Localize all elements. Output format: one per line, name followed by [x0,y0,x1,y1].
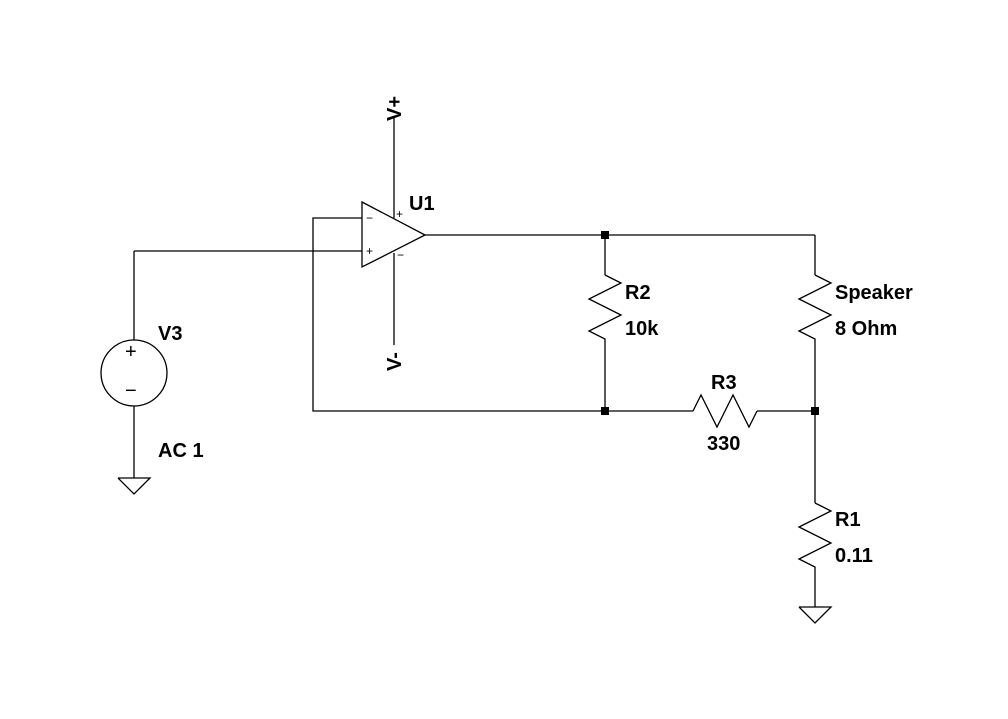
r2-ref-label: R2 [625,282,651,304]
speaker-value-label: 8 Ohm [835,318,897,340]
opamp-ref-label: U1 [409,193,435,215]
r3-ref-label: R3 [711,372,737,394]
net-label-vpos: V+ [384,96,406,121]
resistor-r1[interactable]: R1 0.11 [797,502,873,569]
source-minus-sign: − [125,380,137,402]
resistor-zigzag-icon [797,274,833,347]
r1-ref-label: R1 [835,509,861,531]
voltage-source-v3[interactable]: + − V3 AC 1 [100,323,204,462]
opamp-supply-minus-label: − [397,248,404,262]
opamp-plus-pin-label: + [366,244,373,258]
junction-dot [811,407,819,415]
resistor-zigzag-icon [692,393,758,429]
r1-value-label: 0.11 [835,545,873,567]
junction-dot [601,231,609,239]
ground-symbol-icon [798,606,833,624]
r2-value-label: 10k [625,318,659,340]
resistor-speaker[interactable]: Speaker 8 Ohm [797,274,913,347]
resistor-zigzag-icon [587,274,623,347]
opamp-minus-pin-label: − [366,211,373,225]
junction-dot [601,407,609,415]
resistor-r3[interactable]: R3 330 [692,372,758,455]
v3-value-label: AC 1 [158,440,204,462]
wires [133,118,816,607]
opamp-triangle-icon [361,200,427,269]
wire-feedback-to-minus [312,217,605,412]
r3-value-label: 330 [707,433,740,455]
source-plus-sign: + [125,341,137,363]
junctions [601,231,819,415]
speaker-ref-label: Speaker [835,282,913,304]
resistor-zigzag-icon [797,502,833,569]
voltage-source-icon [100,339,168,407]
opamp-u1[interactable]: − + + − U1 [361,193,435,269]
opamp-supply-plus-label: + [396,207,403,221]
net-label-vneg: V- [384,352,406,371]
ground-symbol-icon [117,477,152,495]
v3-ref-label: V3 [158,323,182,345]
resistor-r2[interactable]: R2 10k [587,274,659,347]
